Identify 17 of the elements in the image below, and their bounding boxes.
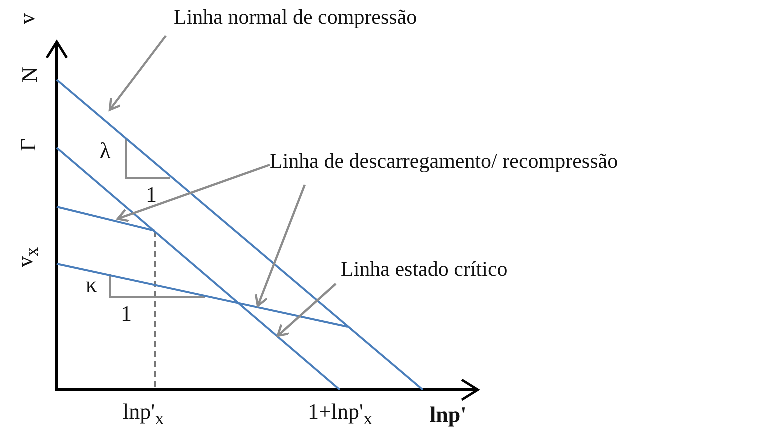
line-annotation: Linha estado crítico — [341, 258, 508, 282]
leader-arrow — [108, 35, 167, 112]
leader-arrow — [254, 184, 306, 308]
slope-label: 1 — [146, 184, 157, 206]
line-annotation: Linha de descarregamento/ recompressão — [270, 150, 618, 174]
slope-label: λ — [100, 140, 111, 162]
slope-label: 1 — [121, 303, 132, 325]
leader-arrow — [276, 283, 337, 338]
axis-label: v — [16, 14, 38, 24]
slope-label: κ — [86, 274, 98, 296]
tick-label: 1+lnp'$_{x}$ — [308, 401, 373, 428]
axis-label: Γ — [17, 138, 40, 152]
leader-arrow — [116, 164, 270, 222]
axis-title: lnp' — [430, 404, 467, 426]
line-annotation: Linha normal de compressão — [174, 6, 418, 30]
axis-label: N — [18, 67, 41, 83]
tick-label: lnp'$_{x}$ — [123, 401, 164, 428]
